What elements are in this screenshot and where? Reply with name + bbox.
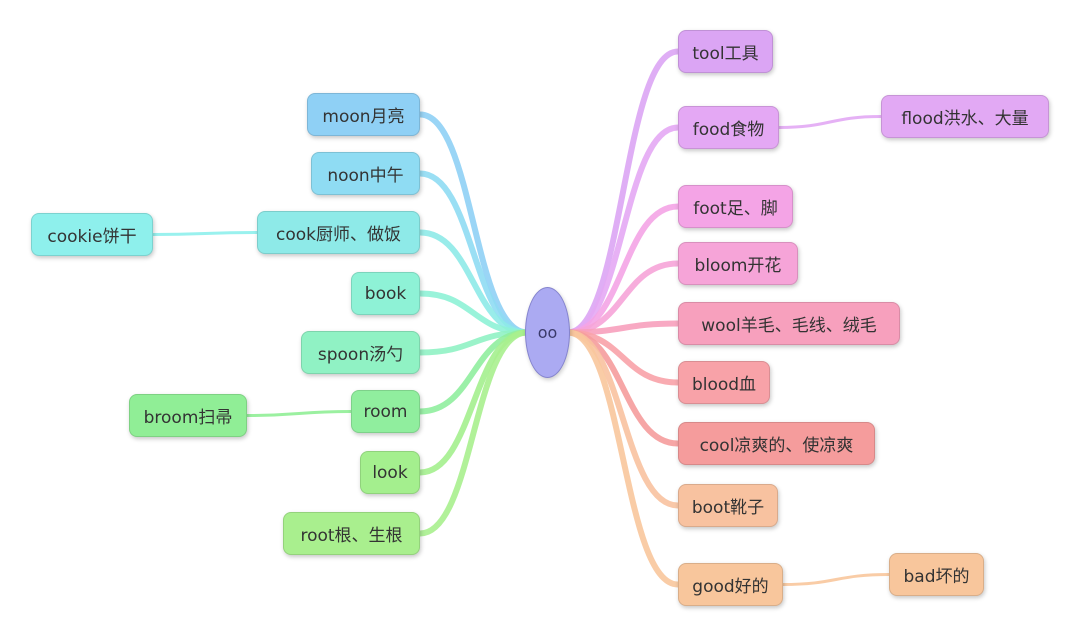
- branch-node-cook[interactable]: cook厨师、做饭: [257, 211, 420, 254]
- branch-node-blood[interactable]: blood血: [678, 361, 770, 404]
- center-node[interactable]: oo: [525, 287, 570, 378]
- branch-node-moon[interactable]: moon月亮: [307, 93, 420, 136]
- branch-line-food: [565, 124, 681, 336]
- branch-line-root: [417, 329, 530, 537]
- branch-node-good[interactable]: good好的: [678, 563, 783, 606]
- branch-line-moon: [417, 111, 530, 336]
- sub-node-bad[interactable]: bad坏的: [889, 553, 984, 596]
- sub-line-cookie: [151, 231, 259, 236]
- sub-node-flood[interactable]: flood洪水、大量: [881, 95, 1049, 138]
- branch-node-food[interactable]: food食物: [678, 106, 779, 149]
- branch-line-tool: [565, 48, 681, 336]
- branch-line-good: [565, 329, 681, 588]
- sub-node-broom[interactable]: broom扫帚: [129, 394, 247, 437]
- branch-node-foot[interactable]: foot足、脚: [678, 185, 793, 228]
- branch-line-noon: [417, 170, 530, 336]
- branch-node-spoon[interactable]: spoon汤勺: [301, 331, 420, 374]
- branch-node-boot[interactable]: boot靴子: [678, 484, 778, 527]
- branch-node-book[interactable]: book: [351, 272, 420, 315]
- branch-node-room[interactable]: room: [351, 390, 420, 433]
- sub-line-broom: [245, 410, 353, 417]
- branch-node-noon[interactable]: noon中午: [311, 152, 420, 195]
- sub-node-cookie[interactable]: cookie饼干: [31, 213, 153, 256]
- sub-line-bad: [781, 573, 891, 586]
- branch-node-cool[interactable]: cool凉爽的、使凉爽: [678, 422, 875, 465]
- branch-node-look[interactable]: look: [360, 451, 420, 494]
- branch-node-root[interactable]: root根、生根: [283, 512, 420, 555]
- branch-node-bloom[interactable]: bloom开花: [678, 242, 798, 285]
- sub-line-flood: [777, 115, 883, 129]
- branch-node-wool[interactable]: wool羊毛、毛线、绒毛: [678, 302, 900, 345]
- branch-node-tool[interactable]: tool工具: [678, 30, 773, 73]
